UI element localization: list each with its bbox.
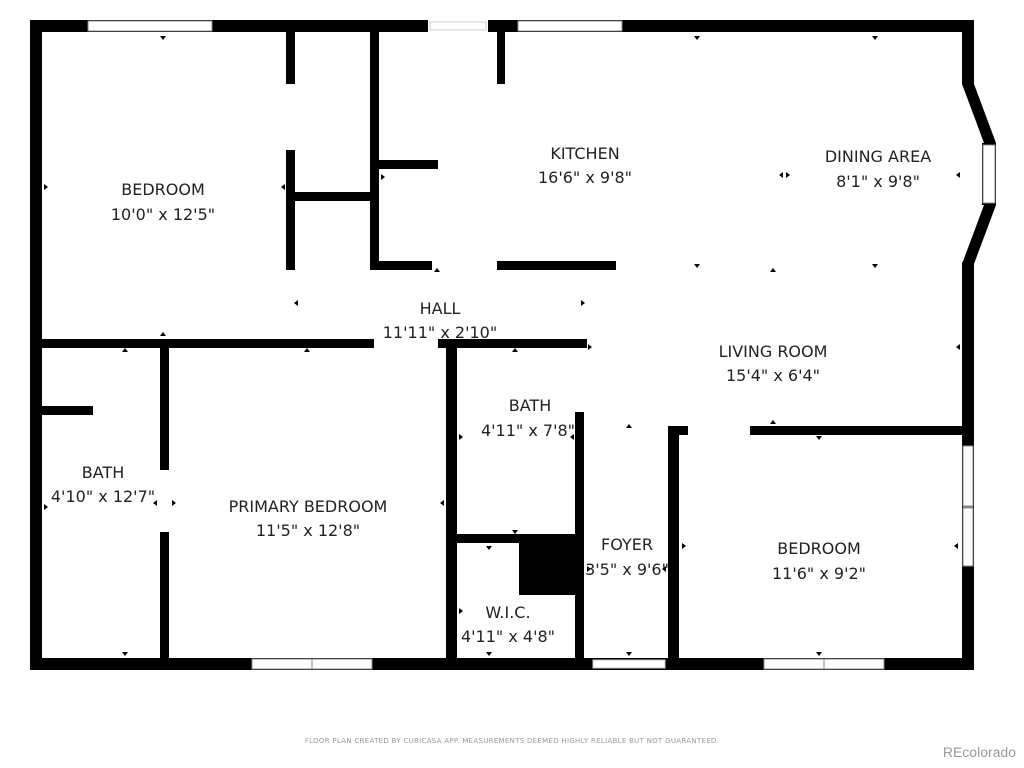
wall-hall-south bbox=[42, 339, 374, 348]
wall-hall-north-1 bbox=[370, 261, 432, 270]
room-labels: BEDROOM 10'0" x 12'5" KITCHEN 16'6" x 9'… bbox=[51, 144, 931, 646]
wall-bedroom-se-north-2 bbox=[750, 426, 974, 435]
wall-foyer-east bbox=[668, 426, 679, 666]
room-living-dims: 15'4" x 6'4" bbox=[726, 366, 820, 385]
wall-primary-east bbox=[446, 348, 457, 658]
room-bedroom-se-name: BEDROOM bbox=[777, 539, 861, 558]
wic-column bbox=[519, 536, 581, 595]
wall-bedroom-se-north-1 bbox=[668, 426, 688, 435]
window-bedroom-se-east-2 bbox=[962, 507, 974, 567]
room-foyer-name: FOYER bbox=[601, 535, 653, 554]
wall-hall-south-east bbox=[438, 339, 587, 348]
room-living-name: LIVING ROOM bbox=[719, 342, 828, 361]
window-bedroom-se-east-1 bbox=[962, 445, 974, 507]
wall-closet-shelf bbox=[295, 192, 370, 201]
wall-closet-east bbox=[370, 32, 379, 270]
brand-logo-text: REcolorado bbox=[942, 744, 1016, 760]
wall-kitchen-stub bbox=[379, 160, 438, 169]
room-bath-west-name: BATH bbox=[82, 463, 124, 482]
wall-west bbox=[30, 20, 42, 670]
room-dining-dims: 8'1" x 9'8" bbox=[836, 172, 920, 191]
room-bedroom-nw-name: BEDROOM bbox=[121, 180, 205, 199]
room-bath-center-dims: 4'11" x 7'8" bbox=[481, 421, 575, 440]
room-wic-name: W.I.C. bbox=[485, 603, 530, 622]
window-kitchen bbox=[517, 20, 623, 32]
wall-closet-west bbox=[286, 32, 295, 84]
wall-hall-north-2 bbox=[497, 261, 616, 270]
wall-bath-west-divider-lower bbox=[160, 532, 169, 662]
wall-bath-west-divider bbox=[160, 348, 169, 470]
footer-disclaimer: FLOOR PLAN CREATED BY CUBICASA APP. MEAS… bbox=[304, 737, 720, 745]
window-mullions bbox=[311, 506, 973, 669]
wall-closet-west-lower bbox=[286, 150, 295, 270]
bay-window-wall-upper bbox=[962, 84, 996, 143]
wall-east-upper bbox=[962, 20, 974, 84]
room-foyer-dims: 3'5" x 9'6" bbox=[585, 560, 669, 579]
room-dining-name: DINING AREA bbox=[825, 147, 931, 166]
dimension-markers bbox=[44, 36, 960, 656]
room-bedroom-nw-dims: 10'0" x 12'5" bbox=[111, 205, 215, 224]
room-bedroom-se-dims: 11'6" x 9'2" bbox=[772, 564, 866, 583]
window-bedroom-nw bbox=[87, 20, 213, 32]
wall-bath-west-stub bbox=[42, 406, 93, 415]
window-dining-bay bbox=[982, 144, 996, 204]
room-primary-name: PRIMARY BEDROOM bbox=[229, 497, 388, 516]
room-kitchen-name: KITCHEN bbox=[550, 144, 619, 163]
room-bath-west-dims: 4'10" x 12'7" bbox=[51, 487, 155, 506]
interior-walls bbox=[42, 32, 974, 666]
room-hall-name: HALL bbox=[420, 299, 461, 318]
room-primary-dims: 11'5" x 12'8" bbox=[256, 521, 360, 540]
doorway-foyer-south bbox=[592, 659, 666, 669]
doorway-north bbox=[429, 21, 487, 31]
wall-kitchen-north-stub bbox=[497, 32, 505, 84]
room-bath-center-name: BATH bbox=[509, 396, 551, 415]
room-wic-dims: 4'11" x 4'8" bbox=[461, 627, 555, 646]
bay-window-wall-lower bbox=[962, 205, 996, 264]
room-hall-dims: 11'11" x 2'10" bbox=[383, 323, 497, 342]
room-kitchen-dims: 16'6" x 9'8" bbox=[538, 168, 632, 187]
